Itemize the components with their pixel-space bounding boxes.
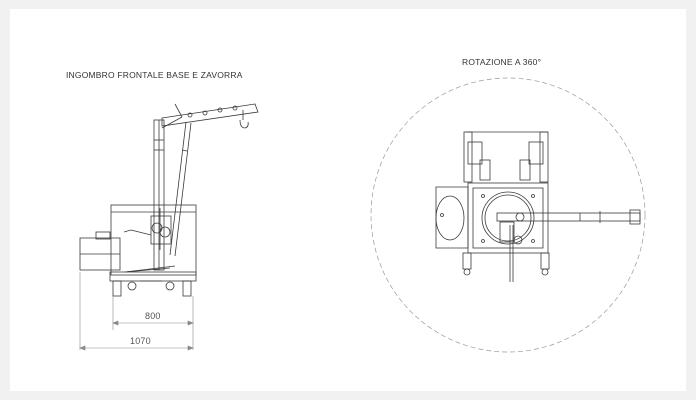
counterweight-block (79, 231, 121, 271)
dimension-label-inner: 800 (145, 311, 161, 321)
crane-mast (153, 119, 165, 271)
crane-hook (239, 110, 249, 129)
top-boom (496, 209, 641, 225)
base-frame (109, 265, 197, 297)
ballast-box (110, 204, 197, 276)
crane-jib (161, 103, 259, 127)
upper-legs (463, 131, 549, 183)
top-view-title: ROTAZIONE A 360° (462, 57, 542, 67)
top-pump-handle (499, 221, 523, 282)
top-counterweight (435, 186, 469, 249)
lower-wheels (462, 252, 550, 276)
hydraulic-strut (169, 121, 192, 257)
rotation-circle (370, 77, 646, 353)
drawing-sheet (10, 9, 686, 391)
dimension-lines (79, 272, 194, 351)
dimension-label-outer: 1070 (130, 336, 151, 346)
top-view-crane (435, 131, 641, 282)
front-view-title: INGOMBRO FRONTALE BASE E ZAVORRA (66, 70, 243, 80)
front-view-crane (79, 103, 259, 297)
slewing-ring (481, 191, 535, 245)
pump-unit (123, 208, 172, 250)
